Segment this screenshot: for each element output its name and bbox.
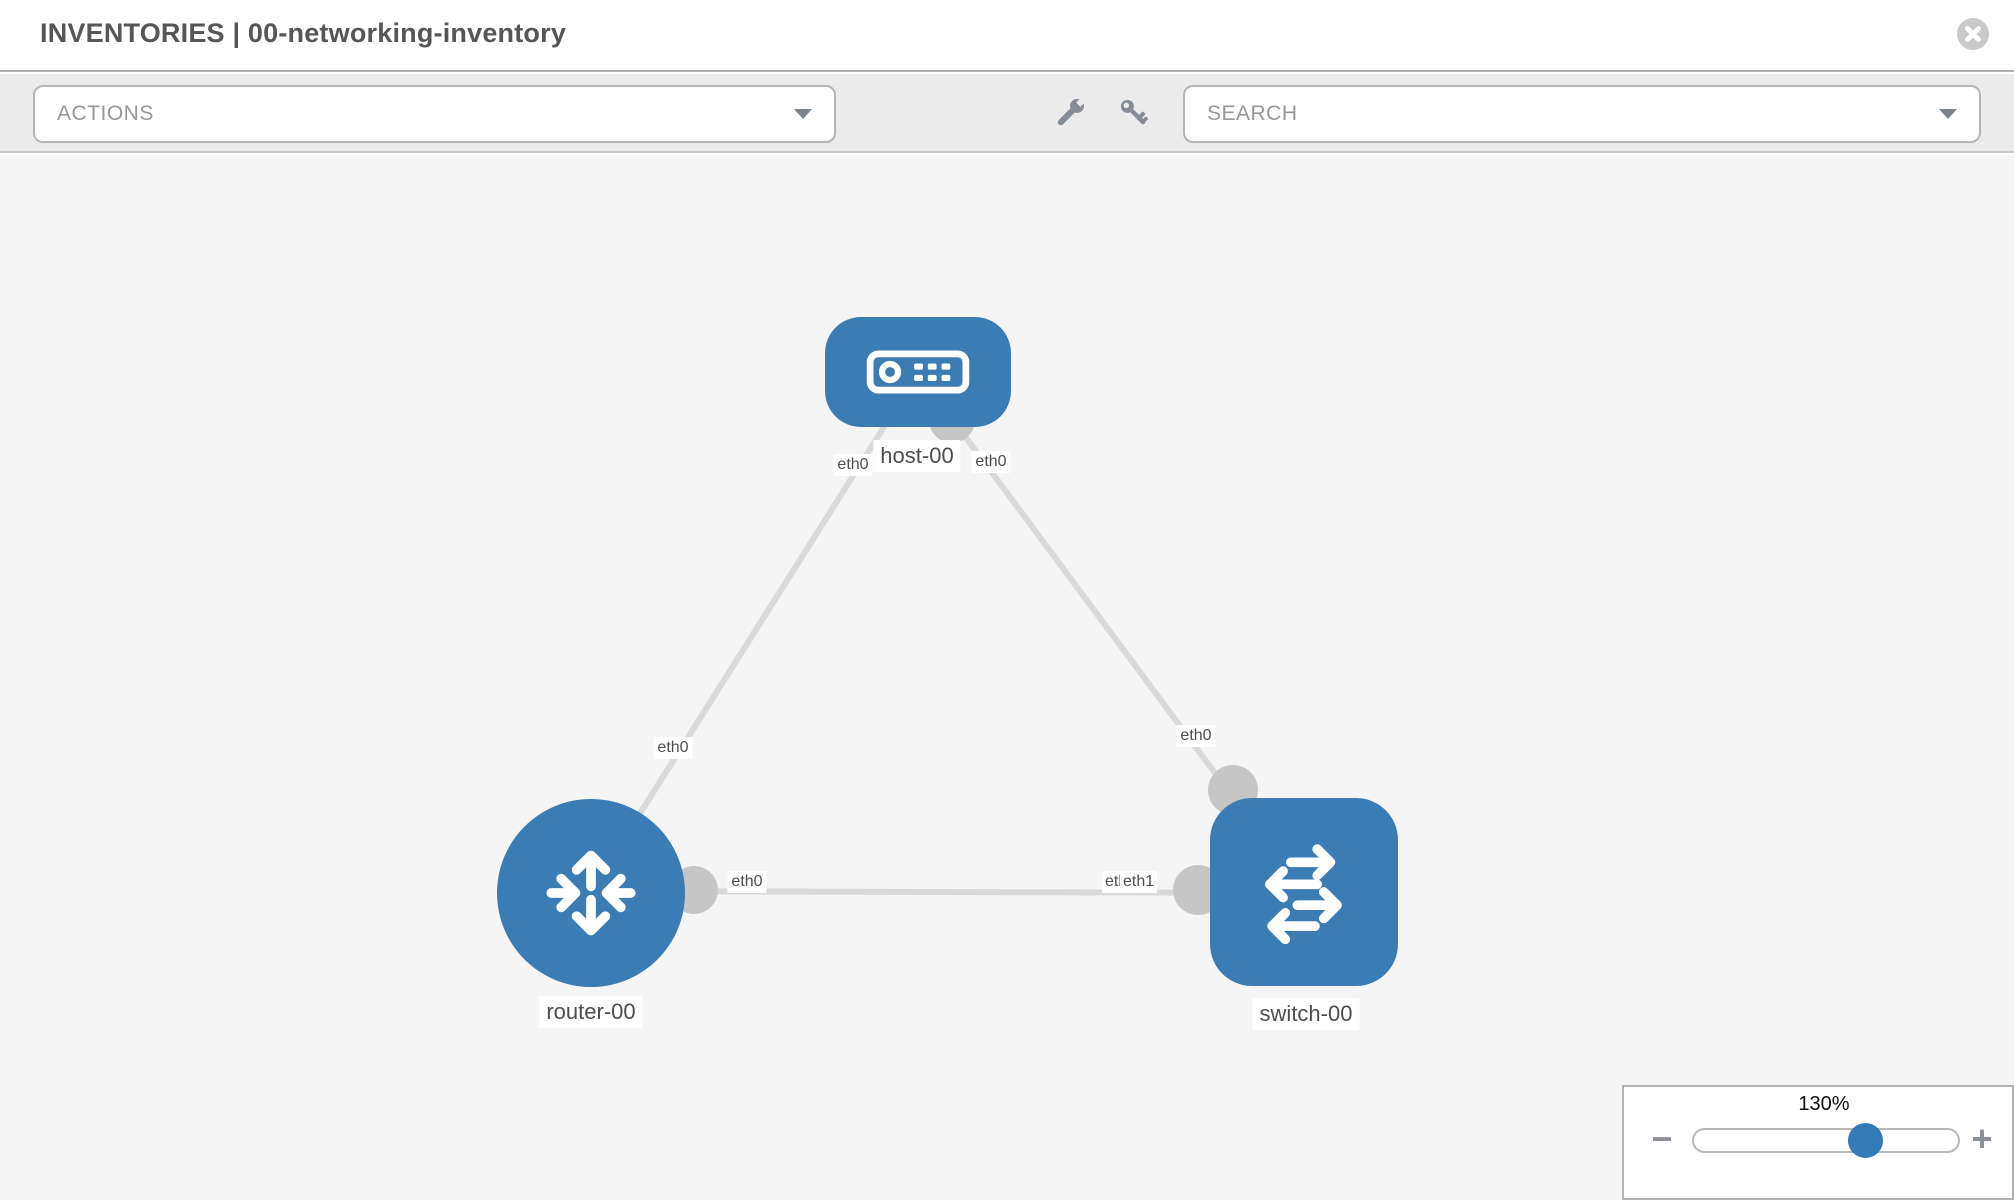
page-title: INVENTORIES | 00-networking-inventory (40, 18, 567, 48)
node-host-00[interactable] (825, 317, 1011, 427)
node-label-router: router-00 (539, 996, 643, 1028)
if-label-router-eth0: eth0 (727, 871, 767, 893)
zoom-slider[interactable] (1692, 1123, 1960, 1158)
host-icon (866, 350, 970, 394)
header: INVENTORIES | 00-networking-inventory (0, 0, 2014, 72)
node-router-00[interactable] (497, 799, 685, 987)
zoom-slider-thumb[interactable] (1848, 1123, 1883, 1158)
node-label-switch: switch-00 (1252, 998, 1360, 1030)
node-label-host: host-00 (873, 440, 961, 472)
key-button[interactable] (1112, 92, 1156, 136)
router-icon (546, 850, 636, 936)
actions-dropdown-label: ACTIONS (57, 102, 154, 125)
chevron-down-icon (794, 109, 812, 119)
plus-icon: + (1971, 1118, 1993, 1159)
zoom-in-button[interactable]: + (1960, 1117, 2004, 1161)
if-label-host-eth0-right: eth0 (971, 451, 1011, 473)
wrench-icon (1057, 96, 1087, 125)
if-label-switch-host-eth0: eth0 (1176, 725, 1216, 747)
close-icon (1957, 18, 1989, 50)
if-label-host-eth0-left: eth0 (833, 454, 873, 476)
if-label-switch-eth1: eth1 (1120, 871, 1158, 893)
chevron-down-icon (1939, 109, 1957, 119)
wrench-button[interactable] (1048, 92, 1092, 136)
if-label-switch-overlap: eth0 eth1 (1102, 871, 1172, 895)
search-dropdown[interactable]: SEARCH (1183, 85, 1981, 143)
node-switch-00[interactable] (1210, 798, 1398, 986)
zoom-value: 130% (1798, 1093, 1850, 1115)
toolbar: ACTIONS (0, 74, 2014, 153)
switch-icon (1265, 844, 1342, 945)
links-layer (588, 371, 1307, 915)
minus-icon: − (1651, 1118, 1673, 1159)
zoom-out-button[interactable]: − (1640, 1117, 1684, 1161)
if-label-router-host-eth0: eth0 (653, 737, 693, 759)
search-dropdown-label: SEARCH (1207, 102, 1298, 125)
key-icon (1120, 99, 1149, 124)
zoom-panel: 130% − + (1622, 1085, 2014, 1200)
close-button[interactable] (1956, 17, 1990, 51)
actions-dropdown[interactable]: ACTIONS (33, 85, 836, 143)
topology-canvas[interactable]: host-00 router-00 switch-00 eth0 eth0 et… (0, 155, 2014, 1200)
